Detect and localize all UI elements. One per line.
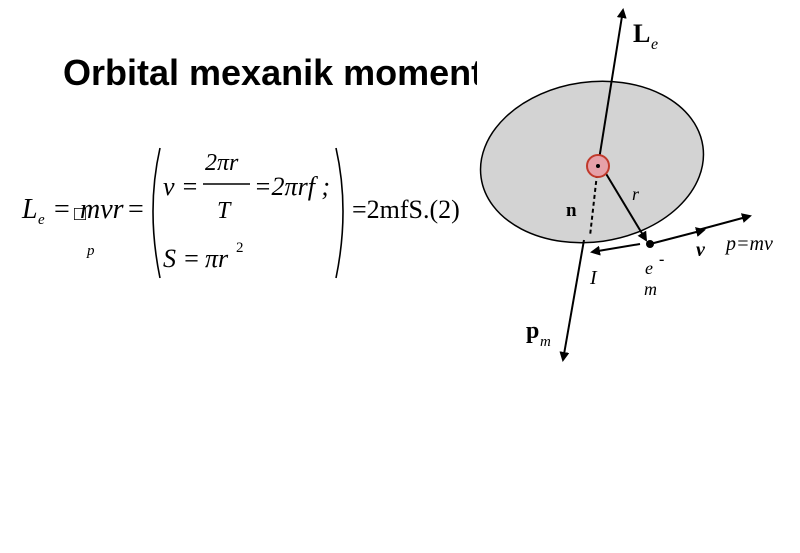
pm-label: p — [526, 318, 539, 344]
electron-label: e — [645, 258, 653, 278]
n-label: n — [566, 200, 577, 221]
nucleus-center — [596, 164, 600, 168]
formula-v-label: v = — [163, 172, 199, 201]
formula-frac-den: T — [217, 198, 232, 224]
p-label: p=mv — [724, 233, 773, 255]
formula-eq1: = — [54, 194, 70, 225]
Le-axis-arrow — [597, 8, 627, 167]
formula-L-sub: e — [38, 212, 45, 228]
orbit-diagram-svg: L e n p m r I e - m v p=mv — [479, 8, 773, 362]
formula-L: L — [21, 194, 38, 225]
Le-label: L — [633, 19, 650, 48]
pm-axis-arrow — [559, 239, 585, 362]
formula-S-label: S = — [163, 244, 200, 273]
orbit-diagram: L e n p m r I e - m v p=mv — [470, 0, 800, 380]
I-label: I — [589, 267, 598, 289]
slide-title: Orbital mexanik moment — [63, 52, 477, 93]
current-arrow — [590, 243, 641, 256]
formula-sub-p: p — [86, 243, 95, 259]
formula-mvr: mvr — [80, 194, 124, 225]
Le-label-sub: e — [651, 36, 658, 53]
right-paren — [335, 147, 344, 279]
formula-box-glyph: □ — [74, 203, 86, 225]
angular-momentum-formula: L e = □ mvr p = v = 2πr T =2πrf ; S = πr… — [0, 140, 490, 300]
formula-eq2: = — [128, 194, 144, 225]
velocity-vector — [649, 227, 706, 245]
radius-vector — [604, 171, 648, 242]
electron-mass-label: m — [644, 279, 657, 299]
formula-frac-num: 2πr — [205, 150, 239, 176]
formula-result: =2mfS.(2) — [352, 195, 460, 224]
formula-sq: 2 — [236, 240, 244, 256]
r-label: r — [632, 184, 640, 204]
pm-label-sub: m — [540, 334, 551, 350]
formula-svg: L e = □ mvr p = v = 2πr T =2πrf ; S = πr… — [21, 147, 460, 279]
electron-sup: - — [659, 251, 664, 268]
formula-v-tail: =2πrf ; — [254, 172, 330, 201]
v-label: v — [696, 239, 706, 261]
momentum-vector — [697, 213, 752, 231]
n-vector — [589, 173, 598, 237]
slide-title-container: Orbital mexanik moment — [63, 46, 477, 106]
formula-pi-r: πr — [205, 244, 229, 273]
left-paren — [152, 147, 161, 279]
